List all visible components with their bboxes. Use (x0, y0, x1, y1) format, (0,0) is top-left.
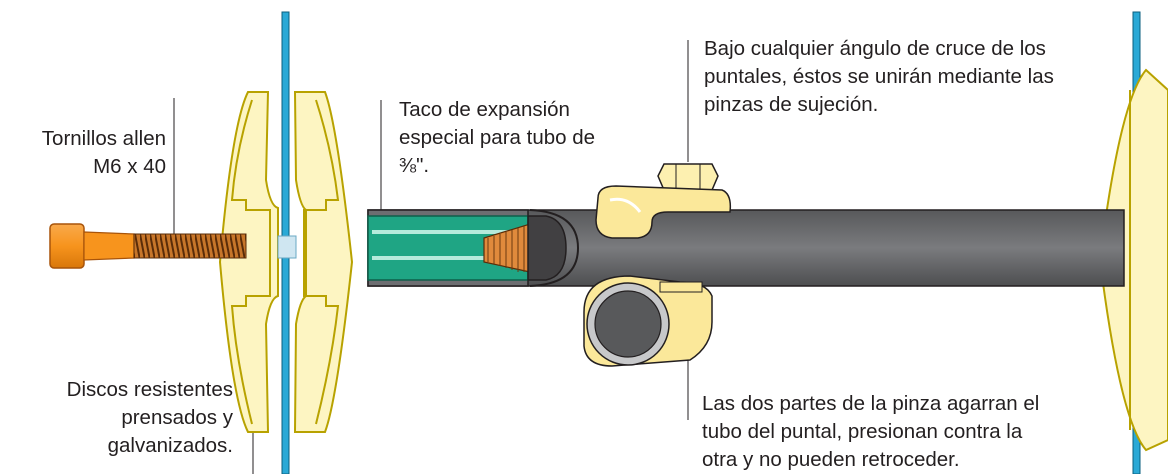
label-discos-line-1: Discos resistentes (66, 378, 233, 401)
disc-right (1098, 68, 1168, 452)
label-pinza-line-2: tubo del puntal, presionan contra la (702, 420, 1023, 443)
label-angulo-line-1: Bajo cualquier ángulo de cruce de los (704, 37, 1046, 60)
label-taco-line-1: Taco de expansión (399, 98, 570, 121)
label-discos: Discos resistentes prensados y galvaniza… (0, 376, 233, 460)
bolt-head (49, 223, 85, 269)
label-discos-line-2: prensados y (121, 406, 233, 429)
label-discos-line-3: galvanizados. (107, 434, 233, 457)
allen-bolt (49, 223, 247, 269)
label-tornillos-line-2: M6 x 40 (93, 155, 166, 178)
clamp-nut (657, 163, 719, 191)
clamp-upper (595, 163, 732, 239)
disc-left (218, 91, 279, 433)
label-taco: Taco de expansión especial para tubo de … (399, 96, 595, 180)
label-tornillos-line-1: Tornillos allen (41, 127, 166, 150)
clamp-lower (583, 275, 713, 367)
label-pinza-line-3: otra y no pueden retroceder. (702, 448, 960, 471)
label-angulo-line-2: puntales, éstos se unirán mediante las (704, 65, 1054, 88)
label-angulo: Bajo cualquier ángulo de cruce de los pu… (704, 35, 1054, 119)
disc-inner (293, 91, 354, 433)
label-angulo-line-3: pinzas de sujeción. (704, 93, 879, 116)
cross-tube-inner (594, 290, 662, 358)
glass-spacer (277, 235, 297, 259)
label-taco-line-2: especial para tubo de (399, 126, 596, 149)
strut-tube (367, 209, 1125, 287)
bolt-thread (133, 233, 247, 259)
label-tornillos: Tornillos allen M6 x 40 (0, 125, 166, 181)
label-taco-line-3: ⅜". (399, 154, 430, 177)
label-pinza-line-1: Las dos partes de la pinza agarran el (702, 392, 1040, 415)
label-pinza: Las dos partes de la pinza agarran el tu… (702, 390, 1039, 474)
